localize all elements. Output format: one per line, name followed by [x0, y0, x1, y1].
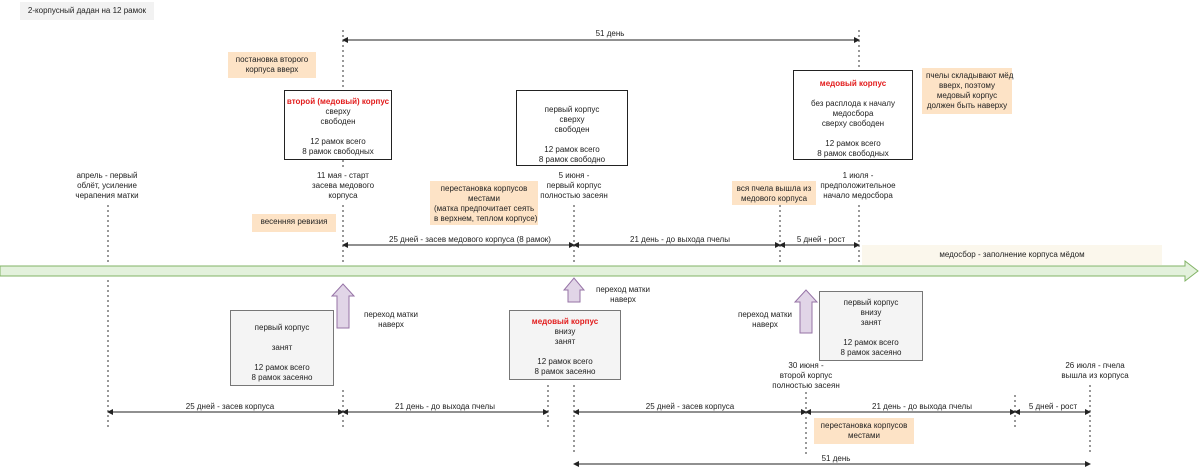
bottom-interval-5: 5 дней - рост	[1028, 402, 1078, 411]
note-spring-check: весенняя ревизия	[252, 214, 336, 232]
bottom-interval-4: 21 день - до выхода пчелы	[872, 402, 972, 411]
box-body: первый корпус внизу занят 12 рамок всего…	[840, 298, 902, 357]
top-box-honey-second: второй (медовый) корпус сверху свободен …	[284, 90, 392, 160]
timeline-arrow	[0, 259, 1199, 283]
event-june30: 30 июня - второй корпус полностью засеян	[772, 361, 840, 390]
box-body: сверху свободен 12 рамок всего 8 рамок с…	[302, 107, 374, 156]
event-april: апрель - первый облёт, усиление черапени…	[75, 171, 139, 200]
box-body: без расплода к началу медосбора сверху с…	[811, 99, 895, 158]
queen-move-label-1: переход матки наверх	[364, 310, 418, 329]
note-all-bees-out: вся пчела вышла из медового корпуса	[732, 181, 816, 205]
note-honey-flow: медосбор - заполнение корпуса мёдом	[862, 245, 1162, 265]
bottom-interval-3: 25 дней - засев корпуса	[645, 402, 735, 411]
box-body: внизу занят 12 рамок всего 8 рамок засея…	[534, 327, 596, 376]
box-body: первый корпус занят 12 рамок всего 8 рам…	[251, 323, 313, 382]
note-bees-store-honey: пчелы складывают мёд вверх, поэтому медо…	[922, 68, 1013, 114]
top-span-label: 51 день	[595, 29, 625, 38]
top-interval-3: 5 дней - рост	[796, 235, 846, 244]
box-title: второй (медовый) корпус	[286, 97, 390, 106]
event-may11: 11 мая - старт засева медового корпуса	[311, 171, 375, 200]
event-july26: 26 июля - пчела вышла из корпуса	[1061, 361, 1129, 380]
top-box-first: первый корпус сверху свободен 12 рамок в…	[516, 90, 628, 166]
top-interval-1: 25 дней - засев медового корпуса (8 рамо…	[389, 235, 551, 244]
bottom-interval-2: 21 день - до выхода пчелы	[395, 402, 495, 411]
queen-up-arrow-2	[562, 277, 586, 303]
queen-move-label-3: переход матки наверх	[738, 310, 792, 329]
note-swap-bottom: перестановка корпусов местами	[814, 418, 914, 444]
queen-up-arrow-1	[330, 283, 356, 329]
bottom-span-label: 51 день	[821, 454, 851, 463]
queen-move-label-2: переход матки наверх	[596, 285, 650, 304]
box-title: медовый корпус	[819, 79, 887, 88]
box-title: медовый корпус	[531, 317, 599, 326]
top-interval-2: 21 день - до выхода пчелы	[630, 235, 730, 244]
note-swap-top: перестановка корпусов местами (матка пре…	[430, 181, 538, 225]
diagram-title: 2-корпусный дадан на 12 рамок	[20, 2, 154, 20]
note-second-body-up: постановка второго корпуса вверх	[228, 52, 316, 78]
queen-up-arrow-3	[793, 289, 819, 334]
event-june5: 5 июня - первый корпус полностью засеян	[540, 171, 608, 200]
bottom-interval-1: 25 дней - засев корпуса	[185, 402, 275, 411]
box-body: первый корпус сверху свободен 12 рамок в…	[538, 105, 606, 164]
bottom-box-first: первый корпус занят 12 рамок всего 8 рам…	[230, 310, 334, 386]
top-box-honey: медовый корпус без расплода к началу мед…	[793, 70, 913, 160]
bottom-box-honey: медовый корпус внизу занят 12 рамок всег…	[509, 310, 621, 380]
event-july1: 1 июля - предположительное начало медосб…	[820, 171, 896, 200]
bottom-box-first-bottom: первый корпус внизу занят 12 рамок всего…	[819, 291, 923, 361]
